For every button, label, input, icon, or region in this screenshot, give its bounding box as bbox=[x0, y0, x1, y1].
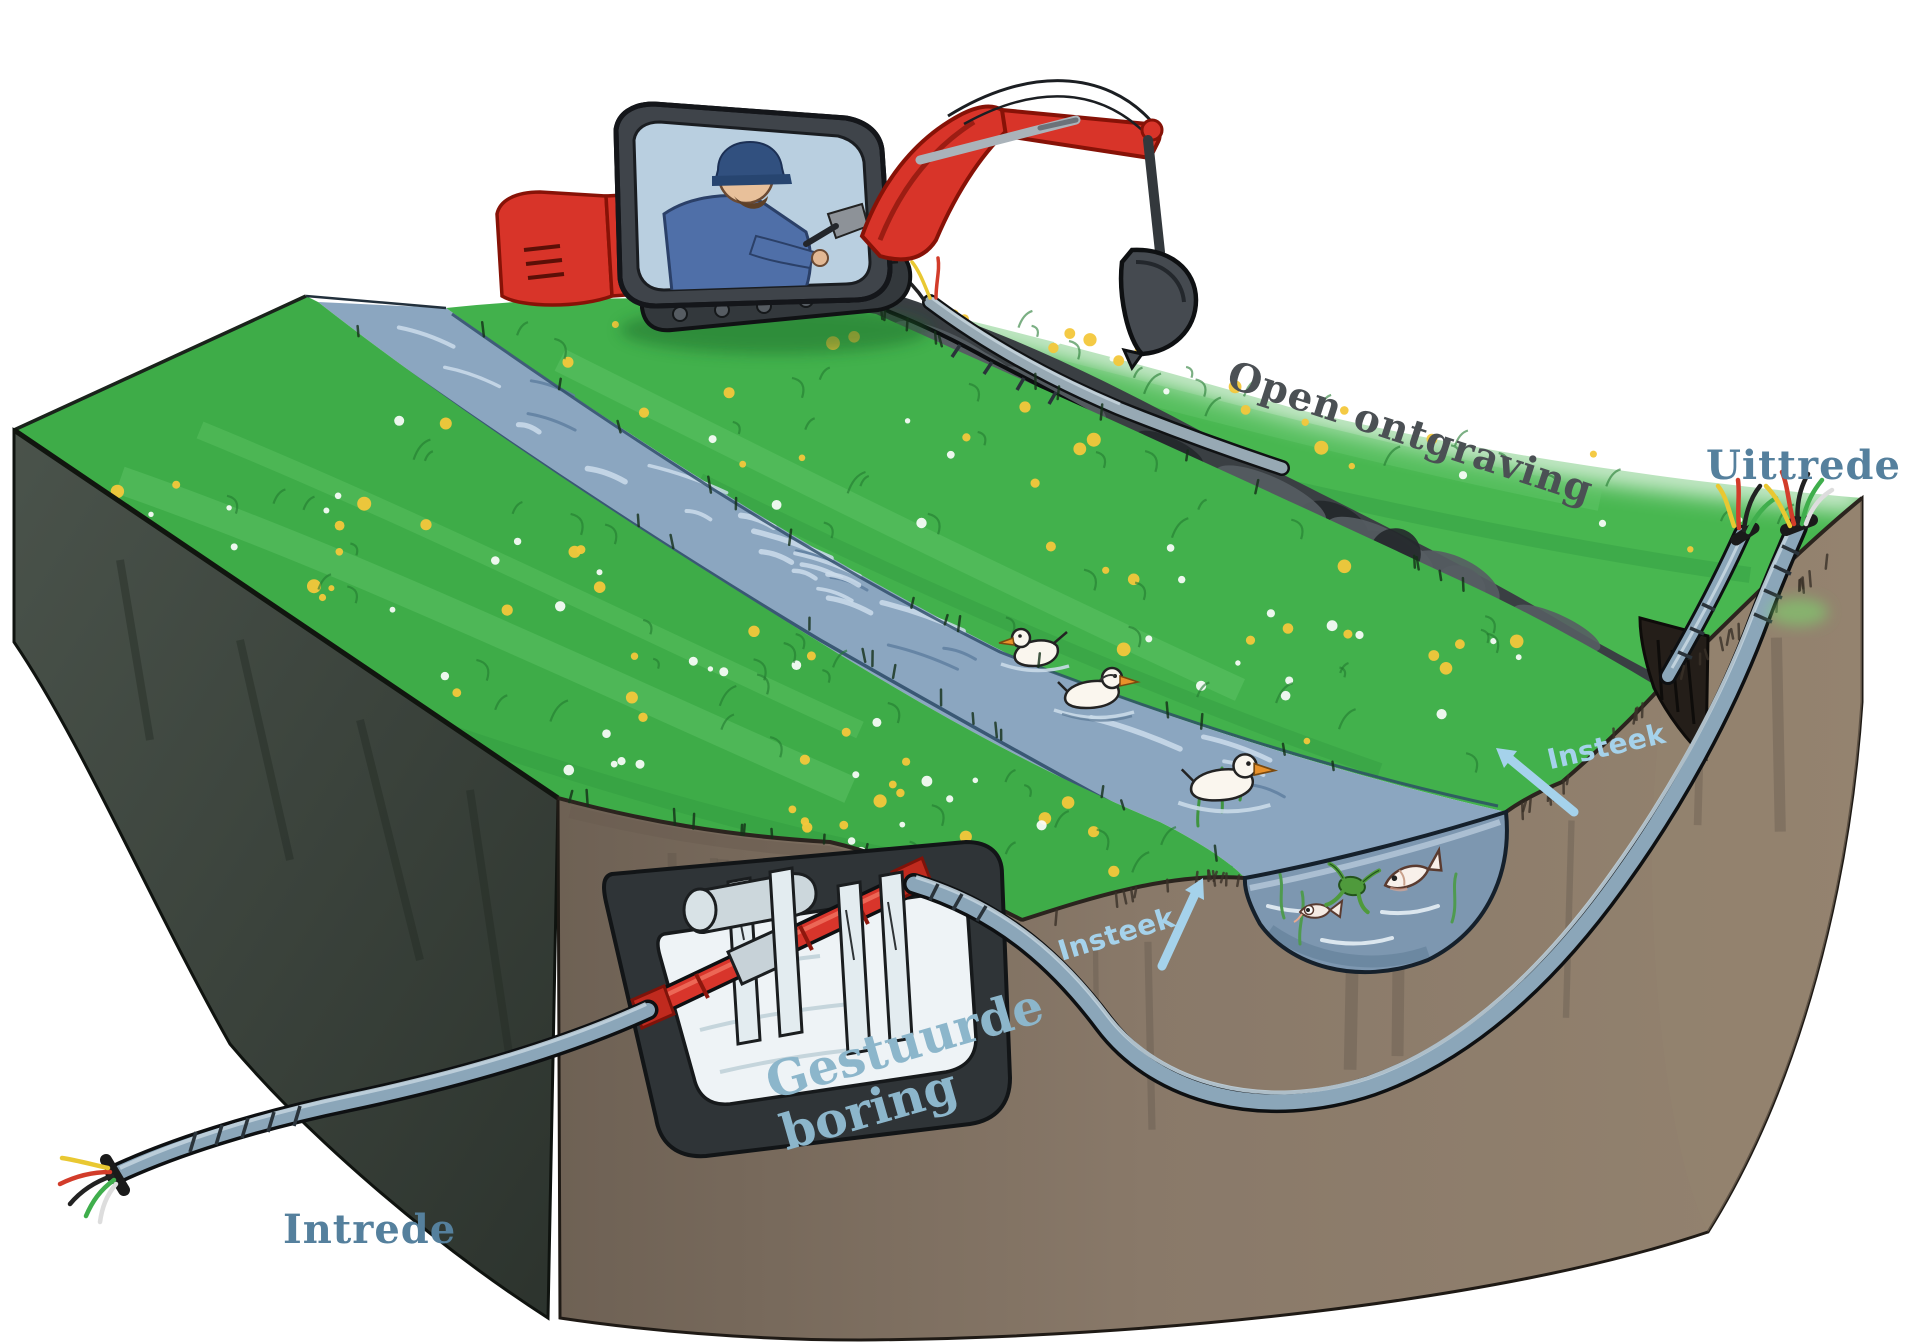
excavator-bucket bbox=[1118, 247, 1199, 372]
frog-icon bbox=[1324, 861, 1382, 915]
exit-cable-end bbox=[1763, 469, 1835, 536]
fish-icon bbox=[1293, 898, 1344, 923]
insteek-arrow-right bbox=[1496, 748, 1579, 817]
trench-cable-exit bbox=[1659, 477, 1779, 685]
excavator-cab bbox=[613, 101, 893, 309]
near-grass-flowers bbox=[110, 415, 1177, 878]
grass-tufts bbox=[356, 302, 1829, 927]
near-grass-field bbox=[13, 294, 1245, 920]
canal-water bbox=[318, 302, 1506, 878]
duck-icon bbox=[1053, 666, 1141, 722]
insteek-arrow-center bbox=[1157, 878, 1204, 971]
drill-rig bbox=[602, 839, 1013, 1159]
bore-cable bbox=[903, 469, 1835, 1113]
exit-cable-end bbox=[1715, 477, 1779, 546]
entry-cable-end bbox=[57, 1154, 130, 1225]
entry-bore-cable bbox=[57, 999, 659, 1225]
trench-laid-cable bbox=[896, 256, 1290, 476]
left-soil-face bbox=[12, 427, 560, 1321]
duck-icon bbox=[998, 627, 1070, 673]
excavator-boom bbox=[859, 79, 1165, 262]
label-uittrede: Uittrede bbox=[1706, 442, 1901, 489]
canal-cross-section bbox=[1242, 809, 1509, 974]
fish-icon bbox=[1383, 846, 1443, 892]
excavator-operator bbox=[662, 140, 870, 290]
rig-posts-front bbox=[768, 866, 914, 1056]
duck-icon bbox=[1177, 753, 1279, 814]
label-intrede: Intrede bbox=[283, 1206, 457, 1253]
excavator bbox=[495, 79, 1199, 372]
